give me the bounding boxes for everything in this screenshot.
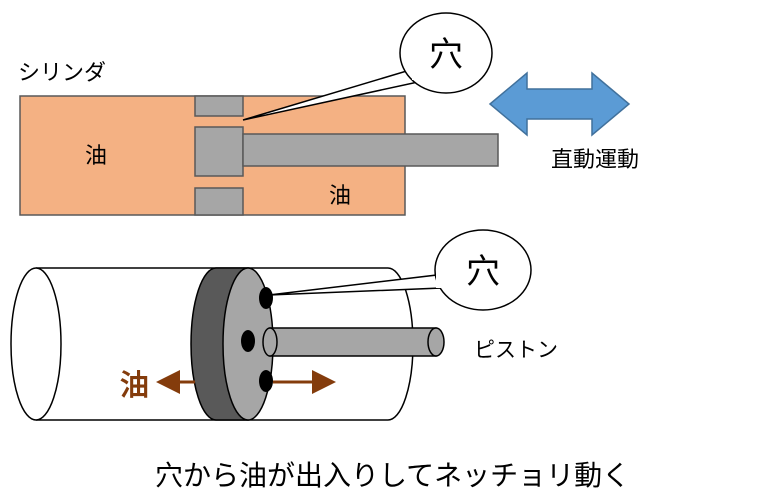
piston-rod-3d-far-end	[427, 327, 445, 357]
hole-callout-bottom-text: 穴	[466, 252, 500, 292]
oil-right-label: 油	[329, 184, 351, 209]
piston-hole-top	[259, 287, 273, 309]
double-arrow-icon	[488, 71, 631, 137]
oil-left-label: 油	[85, 144, 107, 169]
piston-hole-middle	[241, 330, 255, 352]
piston-lower-block	[194, 187, 244, 216]
cylinder-label: シリンダ	[18, 61, 106, 86]
caption-text: 穴から油が出入りしてネッチョリ動く	[155, 459, 630, 492]
hole-callout-text: 穴	[429, 35, 463, 75]
hole-callout-bottom-bubble	[434, 229, 532, 311]
piston-upper-block	[194, 95, 244, 117]
linear-motion-label: 直動運動	[551, 148, 639, 173]
cylinder-3d-end	[10, 267, 62, 421]
piston-rod-3d	[269, 327, 437, 357]
oil-bottom-label: 油	[120, 368, 149, 402]
piston-rod-3d-near-end	[262, 327, 278, 357]
piston-label: ピストン	[474, 338, 558, 362]
piston-rod	[242, 133, 499, 167]
piston-middle-block	[194, 126, 244, 177]
piston-hole-bottom	[259, 370, 273, 392]
